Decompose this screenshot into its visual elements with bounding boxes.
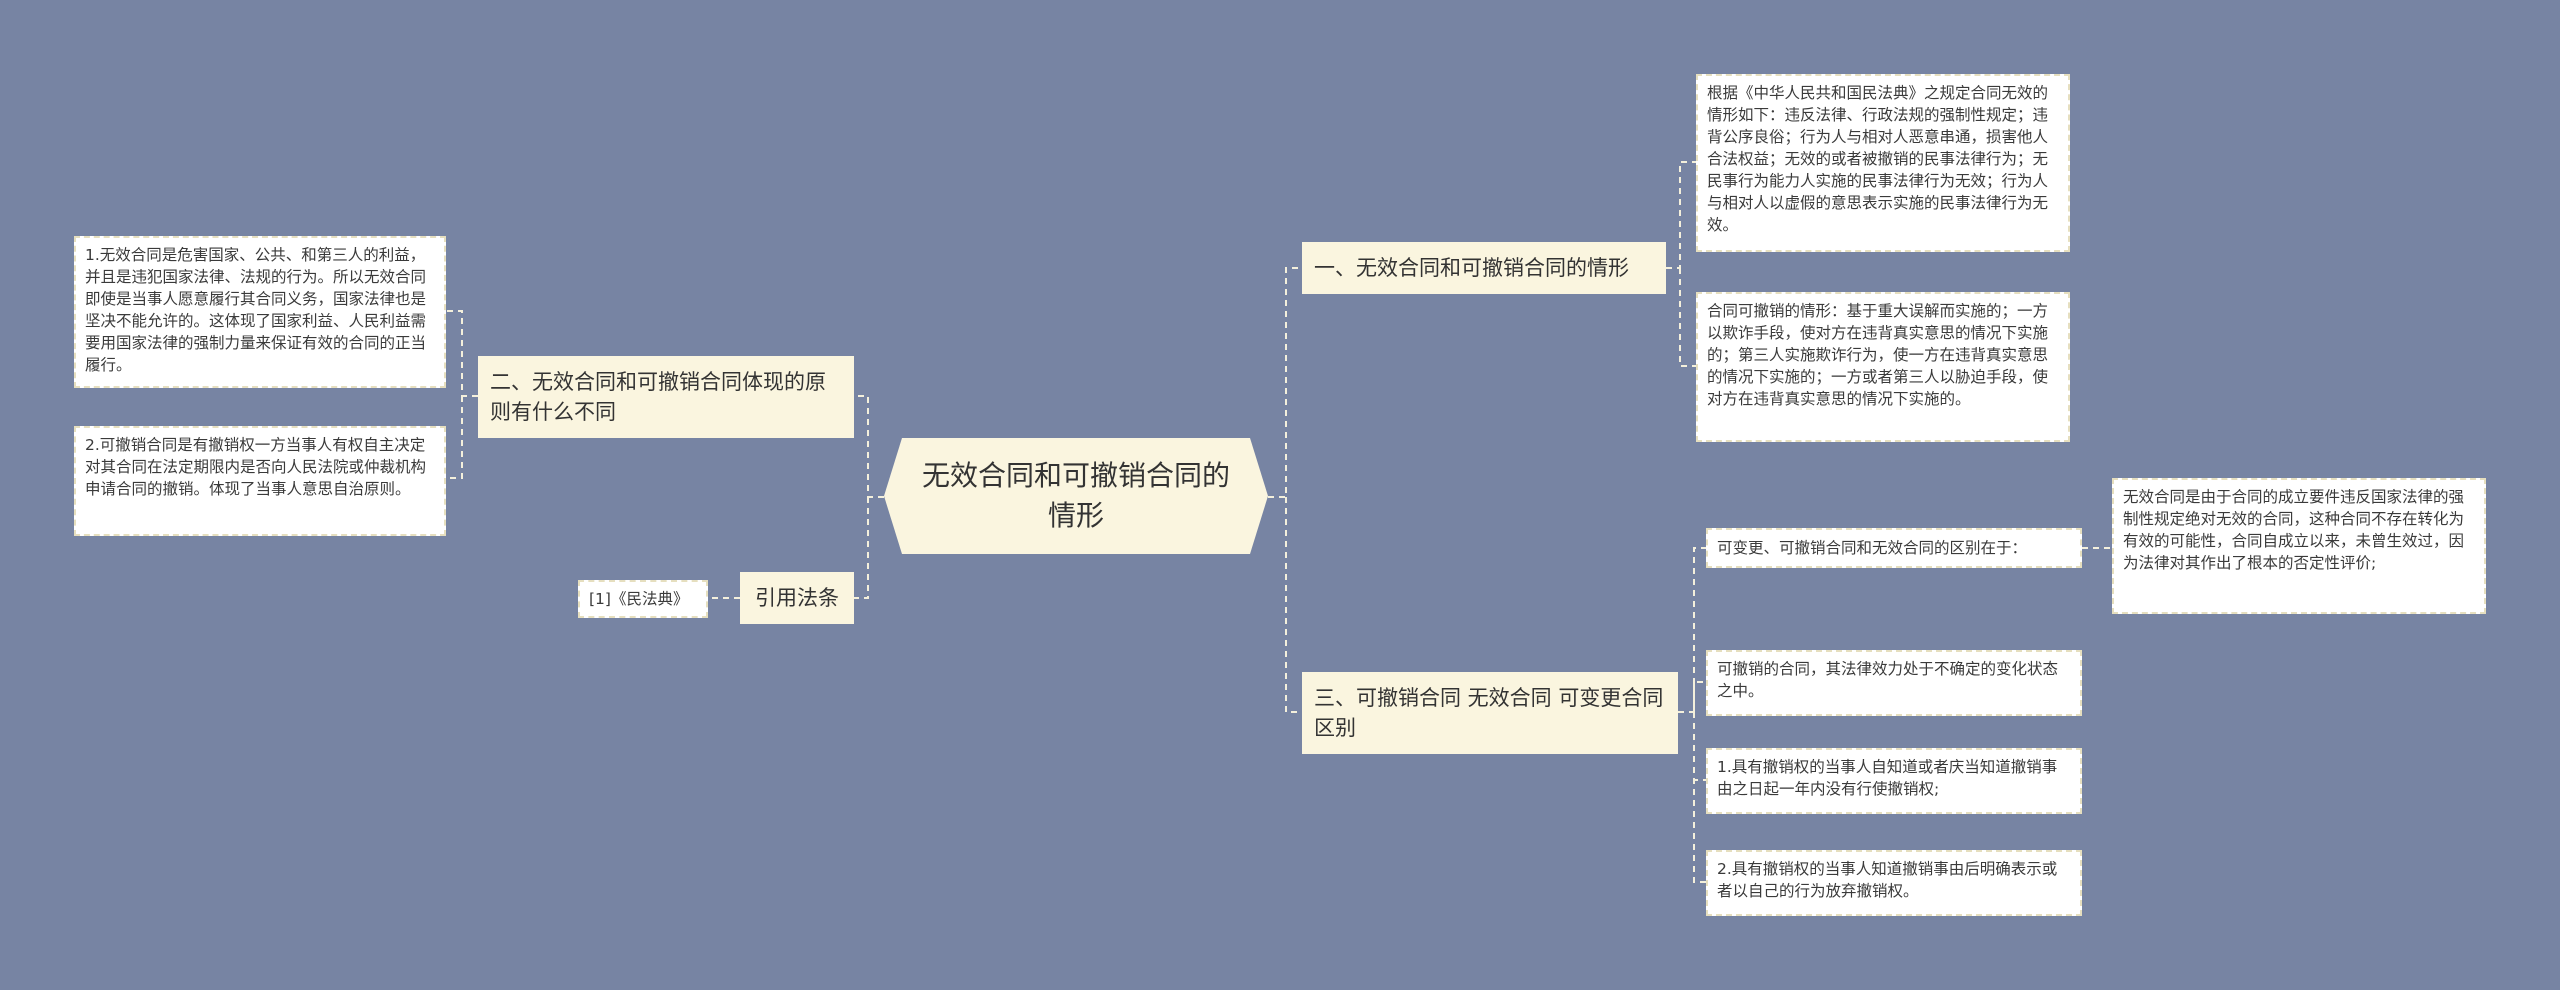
- root-node[interactable]: 无效合同和可撤销合同的情形: [884, 438, 1268, 554]
- leaf-citation-civil-code[interactable]: [1]《民法典》: [578, 580, 708, 618]
- connector-b1-leaves: [1666, 161, 1696, 367]
- branch-node-2[interactable]: 二、无效合同和可撤销合同体现的原则有什么不同: [478, 356, 854, 438]
- connector-root-b1: [1268, 267, 1302, 498]
- connector-root-b4: [854, 497, 869, 599]
- connector-b2-leaves: [446, 310, 478, 479]
- leaf-difference-intro: 可变更、可撤销合同和无效合同的区别在于：: [1706, 528, 2082, 568]
- connector-b3-sub: [1678, 547, 1706, 883]
- leaf-revocation-condition-1: 1.具有撤销权的当事人自知道或者庆当知道撤销事由之日起一年内没有行使撤销权;: [1706, 748, 2082, 814]
- connector-root-b3: [1285, 497, 1302, 713]
- branch-node-3[interactable]: 三、可撤销合同 无效合同 可变更合同区别: [1302, 672, 1678, 754]
- branch-3-label: 三、可撤销合同 无效合同 可变更合同区别: [1314, 686, 1664, 740]
- leaf-principle-invalid: 1.无效合同是危害国家、公共、和第三人的利益，并且是违犯国家法律、法规的行为。所…: [74, 236, 446, 388]
- branch-node-1[interactable]: 一、无效合同和可撤销合同的情形: [1302, 242, 1666, 294]
- branch-1-label: 一、无效合同和可撤销合同的情形: [1314, 256, 1629, 280]
- leaf-voidable-contract-cases: 合同可撤销的情形：基于重大误解而实施的；一方以欺诈手段，使对方在违背真实意思的情…: [1696, 292, 2070, 442]
- leaf-invalid-contract-cases: 根据《中华人民共和国民法典》之规定合同无效的情形如下：违反法律、行政法规的强制性…: [1696, 74, 2070, 252]
- branch-citation-label: 引用法条: [755, 586, 839, 610]
- connector-root-b2: [854, 395, 884, 498]
- branch-node-citation[interactable]: 引用法条: [740, 572, 854, 624]
- root-title: 无效合同和可撤销合同的情形: [921, 459, 1230, 532]
- branch-2-label: 二、无效合同和可撤销合同体现的原则有什么不同: [490, 370, 826, 424]
- leaf-voidable-effect: 可撤销的合同，其法律效力处于不确定的变化状态之中。: [1706, 650, 2082, 716]
- leaf-invalid-contract-definition: 无效合同是由于合同的成立要件违反国家法律的强制性规定绝对无效的合同，这种合同不存…: [2112, 478, 2486, 614]
- leaf-principle-voidable: 2.可撤销合同是有撤销权一方当事人有权自主决定对其合同在法定期限内是否向人民法院…: [74, 426, 446, 536]
- leaf-revocation-condition-2: 2.具有撤销权的当事人知道撤销事由后明确表示或者以自己的行为放弃撤销权。: [1706, 850, 2082, 916]
